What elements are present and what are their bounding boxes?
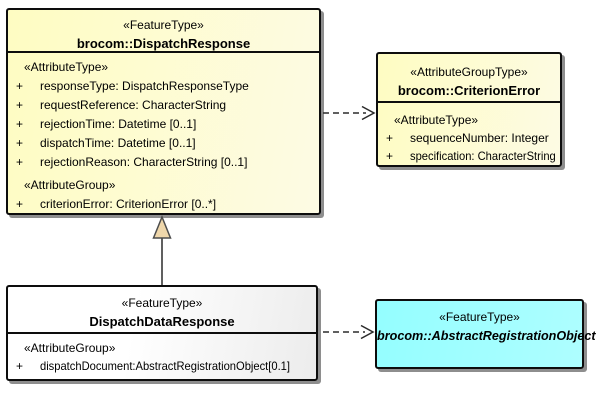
attribute-text: dispatchTime: Datetime [0..1] [40, 136, 196, 150]
class-name: brocom::AbstractRegistrationObject [377, 328, 596, 343]
visibility-plus-icon: + [16, 98, 24, 112]
class-box-dispatch-data-response[interactable]: «FeatureType» DispatchDataResponse «Attr… [6, 285, 318, 381]
generalization-triangle-icon [152, 215, 172, 239]
attribute-row: + rejectionTime: Datetime [0..1] [8, 115, 319, 134]
class-attribute-compartment: «AttributeType» + responseType: Dispatch… [8, 53, 319, 214]
attribute-row: + rejectionReason: CharacterString [0..1… [8, 153, 319, 172]
attribute-row: + dispatchDocument:AbstractRegistrationO… [8, 357, 316, 375]
attribute-text: dispatchDocument:AbstractRegistrationObj… [40, 359, 290, 373]
visibility-plus-icon: + [16, 136, 24, 150]
visibility-plus-icon: + [16, 117, 24, 131]
section-label: «AttributeGroup» [24, 341, 116, 355]
attribute-text: specification: CharacterString [410, 149, 556, 163]
visibility-plus-icon: + [16, 79, 24, 93]
class-header: «FeatureType» brocom::DispatchResponse [8, 10, 319, 53]
class-name: brocom::DispatchResponse [76, 36, 251, 51]
class-box-abstract-registration-object[interactable]: «FeatureType» brocom::AbstractRegistrati… [375, 299, 596, 369]
attribute-row: + responseType: DispatchResponseType [8, 77, 319, 96]
attribute-row: + sequenceNumber: Integer [378, 129, 560, 147]
section-label: «AttributeType» [24, 60, 109, 74]
visibility-plus-icon: + [16, 197, 24, 211]
class-name: DispatchDataResponse [89, 314, 235, 329]
attribute-text: rejectionReason: CharacterString [0..1] [40, 155, 248, 169]
section-label: «AttributeType» [394, 113, 479, 127]
attribute-text: responseType: DispatchResponseType [40, 79, 249, 93]
attribute-row: + criterionError: CriterionError [0..*] [8, 195, 319, 214]
section-label: «AttributeGroup» [24, 178, 116, 192]
class-stereotype: «FeatureType» [123, 18, 204, 32]
dependency-connector-abstract-registration-object[interactable] [323, 324, 375, 340]
open-arrowhead-icon [360, 324, 375, 340]
attribute-text: sequenceNumber: Integer [410, 131, 549, 145]
dependency-connector-criterion-error[interactable] [323, 105, 376, 121]
attribute-row: + specification: CharacterString [378, 147, 560, 165]
attribute-text: criterionError: CriterionError [0..*] [40, 197, 217, 211]
attribute-row: + dispatchTime: Datetime [0..1] [8, 134, 319, 153]
class-name: brocom::CriterionError [397, 83, 541, 98]
class-stereotype: «AttributeGroupType» [410, 65, 528, 79]
class-attribute-compartment: «AttributeGroup» + dispatchDocument:Abst… [8, 334, 316, 375]
class-header: «FeatureType» DispatchDataResponse [8, 287, 316, 334]
visibility-plus-icon: + [16, 359, 24, 373]
visibility-plus-icon: + [386, 131, 394, 145]
attribute-row: + requestReference: CharacterString [8, 96, 319, 115]
class-stereotype: «FeatureType» [439, 310, 520, 324]
class-stereotype: «FeatureType» [121, 296, 203, 310]
attribute-text: rejectionTime: Datetime [0..1] [40, 117, 197, 131]
class-box-dispatch-response[interactable]: «FeatureType» brocom::DispatchResponse «… [6, 8, 321, 215]
class-header: «AttributeGroupType» brocom::CriterionEr… [378, 54, 560, 103]
class-box-criterion-error[interactable]: «AttributeGroupType» brocom::CriterionEr… [376, 52, 562, 167]
class-attribute-compartment: «AttributeType» + sequenceNumber: Intege… [378, 103, 560, 165]
visibility-plus-icon: + [386, 149, 394, 163]
open-arrowhead-icon [361, 105, 376, 121]
attribute-text: requestReference: CharacterString [40, 98, 227, 112]
generalization-connector[interactable] [152, 215, 172, 285]
visibility-plus-icon: + [16, 155, 24, 169]
